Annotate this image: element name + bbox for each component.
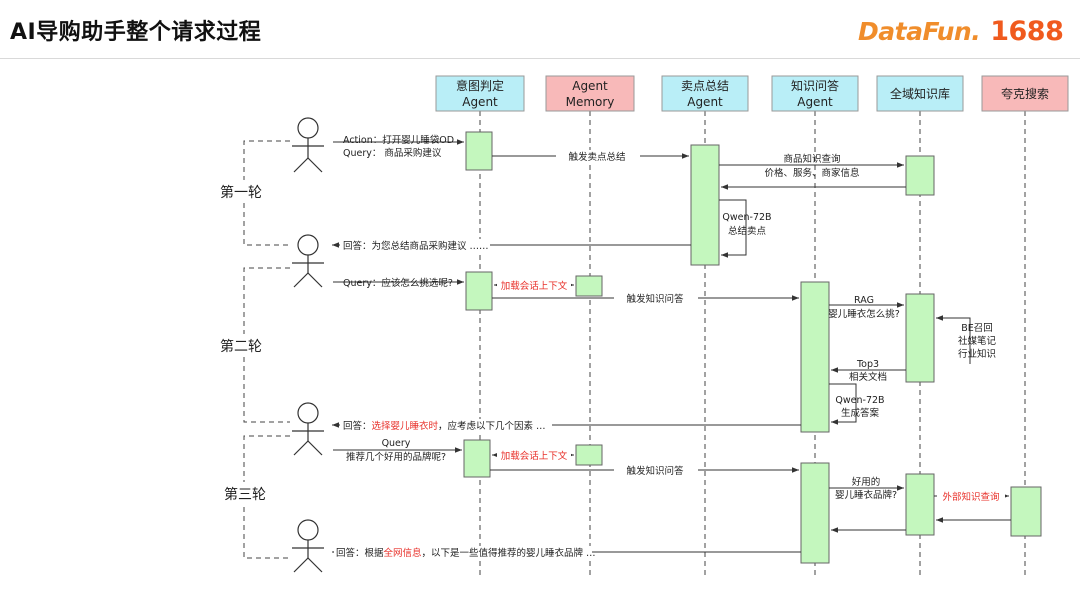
round-brackets xyxy=(243,140,290,559)
activation-kb-1 xyxy=(905,155,935,196)
msg-answer-1: 回答：为您总结商品采购建议 …… xyxy=(343,240,489,252)
actor-summary: 卖点总结 Agent xyxy=(661,75,749,112)
msg-kb-query-2: 价格、服务、商家信息 xyxy=(764,167,859,179)
round-label-2: 第二轮 xyxy=(220,338,262,355)
actor-box xyxy=(981,75,1069,112)
msg-query-2: Query：应该怎么挑选呢? xyxy=(343,277,453,289)
actor-intent: 意图判定 Agent xyxy=(435,75,525,112)
activations xyxy=(463,131,1042,564)
answer-2-prefix: 回答： xyxy=(343,420,372,432)
answer-2-highlight: 选择婴儿睡衣时 xyxy=(372,420,439,432)
msg-trigger-qa-3: 触发知识问答 xyxy=(626,465,684,477)
msg-trigger-summary: 触发卖点总结 xyxy=(568,151,625,163)
actor-line1: 全域知识库 xyxy=(890,86,950,101)
actor-box xyxy=(661,75,749,112)
activation-qa-2 xyxy=(800,281,830,433)
msg-top3-1: Top3 xyxy=(856,359,879,370)
round-label-bg xyxy=(216,180,270,504)
activation-kb-2 xyxy=(905,293,935,383)
msg-rag-1: RAG xyxy=(854,295,874,306)
round-label-1: 第一轮 xyxy=(220,184,262,201)
msg-query-3-1: Query xyxy=(382,438,411,449)
answer-3-rest: ，以下是一些值得推荐的婴儿睡衣品牌 … xyxy=(422,547,596,559)
actor-line2: Agent xyxy=(797,95,833,109)
logo: DataFun. 1688 xyxy=(858,16,1064,47)
actor-box xyxy=(435,75,525,112)
activation-intent-1 xyxy=(465,131,493,171)
msg-trigger-qa-2: 触发知识问答 xyxy=(626,293,684,305)
bracket-round-3 xyxy=(243,435,290,559)
msg-be-3: 行业知识 xyxy=(958,348,996,360)
arrow-be-recall xyxy=(936,315,971,364)
msg-qwen2-1: Qwen-72B xyxy=(835,395,884,406)
user-figure-2 xyxy=(292,234,324,288)
header-divider xyxy=(0,58,1080,59)
activation-qa-3 xyxy=(800,462,830,564)
diagram-area: 意图判定 Agent Agent Memory 卖点总结 Agent 知识问答 … xyxy=(208,62,1080,608)
actor-qa: 知识问答 Agent xyxy=(771,75,859,112)
logo-1688: 1688 xyxy=(990,16,1064,47)
activation-intent-2 xyxy=(465,271,493,311)
arrow-self-qwen-2 xyxy=(829,383,857,425)
msg-load-context-3: 加载会话上下文 xyxy=(501,450,568,462)
actor-box xyxy=(876,75,964,112)
activation-memory-3 xyxy=(575,444,603,466)
user-figure-3 xyxy=(292,402,324,456)
bracket-round-2 xyxy=(243,267,290,423)
msg-be-2: 社媒笔记 xyxy=(958,335,997,347)
answer-3-prefix: 回答：根据 xyxy=(336,547,384,559)
msg-external-search: 外部知识查询 xyxy=(942,491,999,503)
actor-line1: 知识问答 xyxy=(791,78,839,93)
msg-answer-2: 回答：选择婴儿睡衣时，应考虑以下几个因素 … xyxy=(343,420,546,432)
actor-memory: Agent Memory xyxy=(545,75,635,112)
actor-box xyxy=(545,75,635,112)
slide-title: AI导购助手整个请求过程 xyxy=(10,20,262,45)
actor-kb: 全域知识库 xyxy=(876,75,964,112)
sequence-diagram: 意图判定 Agent Agent Memory 卖点总结 Agent 知识问答 … xyxy=(216,75,1069,578)
actor-quark: 夸克搜索 xyxy=(981,75,1069,112)
msg-action: Action：打开婴儿睡袋OD xyxy=(343,134,454,146)
actor-line1: Agent xyxy=(572,79,608,93)
datafun-logo: DataFun. xyxy=(858,17,981,46)
user-figure-1 xyxy=(292,117,324,173)
activation-quark-3 xyxy=(1010,486,1042,537)
msg-be-1: BE召回 xyxy=(961,323,993,334)
msg-top3-2: 相关文档 xyxy=(849,371,887,383)
msg-query-3-2: 推荐几个好用的品牌呢? xyxy=(346,451,446,463)
msg-answer-3: 回答：根据全网信息，以下是一些值得推荐的婴儿睡衣品牌 … xyxy=(336,547,596,559)
actor-box xyxy=(771,75,859,112)
user-figure-4 xyxy=(292,519,324,573)
msg-qwen-1: Qwen-72B xyxy=(722,212,771,223)
msg-load-context-2: 加载会话上下文 xyxy=(501,280,568,292)
msg-qwen2-2: 生成答案 xyxy=(841,407,880,419)
label-backgrounds xyxy=(334,150,1005,559)
actor-line1: 意图判定 xyxy=(456,78,504,93)
activation-intent-3 xyxy=(463,439,491,478)
msg-rag-2: 婴儿睡衣怎么挑? xyxy=(828,308,900,320)
activation-kb-3 xyxy=(905,473,935,536)
actor-line2: Agent xyxy=(687,95,723,109)
msg-query-1: Query： 商品采购建议 xyxy=(343,147,442,159)
answer-3-highlight: 全网信息 xyxy=(384,547,422,559)
arrow-self-qwen xyxy=(719,199,747,258)
actor-line2: Agent xyxy=(462,95,498,109)
answer-2-rest: ，应考虑以下几个因素 … xyxy=(438,420,546,432)
actor-line1: 夸克搜索 xyxy=(1001,86,1049,101)
msg-qwen-2: 总结卖点 xyxy=(728,225,767,237)
msg-kb-query-1: 商品知识查询 xyxy=(783,153,840,165)
lifelines xyxy=(479,111,1026,578)
msg-brand-2: 婴儿睡衣品牌? xyxy=(835,489,897,501)
actor-line2: Memory xyxy=(566,95,615,109)
activation-summary-1 xyxy=(690,144,720,266)
round-label-3: 第三轮 xyxy=(224,486,266,503)
msg-brand-1: 好用的 xyxy=(852,476,881,488)
actor-line1: 卖点总结 xyxy=(681,79,729,93)
bracket-round-1 xyxy=(243,140,290,246)
activation-memory-2 xyxy=(575,275,603,297)
